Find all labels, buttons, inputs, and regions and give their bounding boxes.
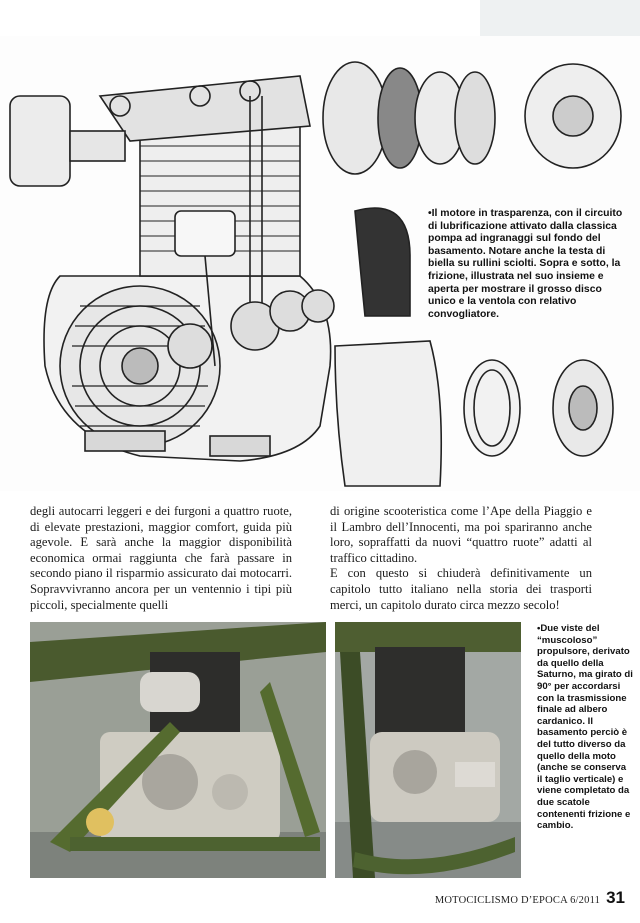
illustration-caption: •Il motore in trasparenza, con il circui… xyxy=(428,208,628,321)
body-paragraph-right-1: di origine scooteristica come l’Ape dell… xyxy=(330,504,592,565)
body-column-right: di origine scooteristica come l’Ape dell… xyxy=(330,504,592,613)
engine-photo-right xyxy=(335,622,521,878)
page-footer: MOTOCICLISMO D’EPOCA 6/2011 31 xyxy=(435,888,625,908)
body-column-left: degli autocarri leggeri e dei furgoni a … xyxy=(30,504,292,613)
photo-caption-text: •Due viste del “muscoloso” propulsore, d… xyxy=(537,623,633,832)
page-number: 31 xyxy=(606,888,625,907)
top-right-strip xyxy=(480,0,640,36)
engine-drawing xyxy=(9,61,622,487)
body-paragraph-right-2: E con questo si chiuderà definitivamente… xyxy=(330,566,592,612)
magazine-name: MOTOCICLISMO D’EPOCA 6/2011 xyxy=(434,895,601,906)
engine-cutaway-illustration xyxy=(0,36,640,491)
photo-caption: •Due viste del “muscoloso” propulsore, d… xyxy=(537,623,633,832)
illustration-caption-text: •Il motore in trasparenza, con il circui… xyxy=(428,208,623,320)
body-paragraph-left: degli autocarri leggeri e dei furgoni a … xyxy=(30,504,292,612)
engine-photo-left xyxy=(30,622,326,878)
